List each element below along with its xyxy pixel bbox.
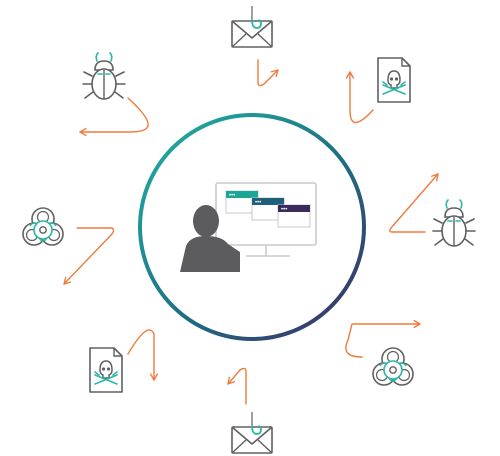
window-dots-teal: •••: [229, 193, 235, 199]
user-at-computer-icon: [180, 205, 240, 272]
skull-document-icon: [377, 57, 411, 103]
biohazard-icon: [372, 347, 414, 386]
biohazard-icon: [22, 207, 64, 246]
bug-icon: [432, 199, 476, 247]
envelope-hook-icon: [231, 5, 273, 48]
app-window-purple: •••: [277, 204, 311, 228]
arrow-right: [389, 173, 439, 233]
arrow-bottom: [227, 367, 247, 405]
window-dots-purple: •••: [281, 207, 287, 213]
window-dots-blue: •••: [255, 200, 261, 206]
arrow-top: [257, 59, 279, 87]
center-ring: [138, 113, 366, 341]
app-window-blue: •••: [251, 197, 285, 221]
arrow-top-right: [345, 71, 374, 124]
skull-document-icon: [89, 347, 123, 393]
bug-icon: [82, 52, 126, 100]
envelope-hook-icon: [231, 411, 273, 454]
arrow-left: [63, 227, 115, 285]
arrow-bottom-left: [127, 329, 159, 381]
arrow-top-left: [79, 97, 149, 137]
arrow-bottom-right: [345, 319, 421, 358]
